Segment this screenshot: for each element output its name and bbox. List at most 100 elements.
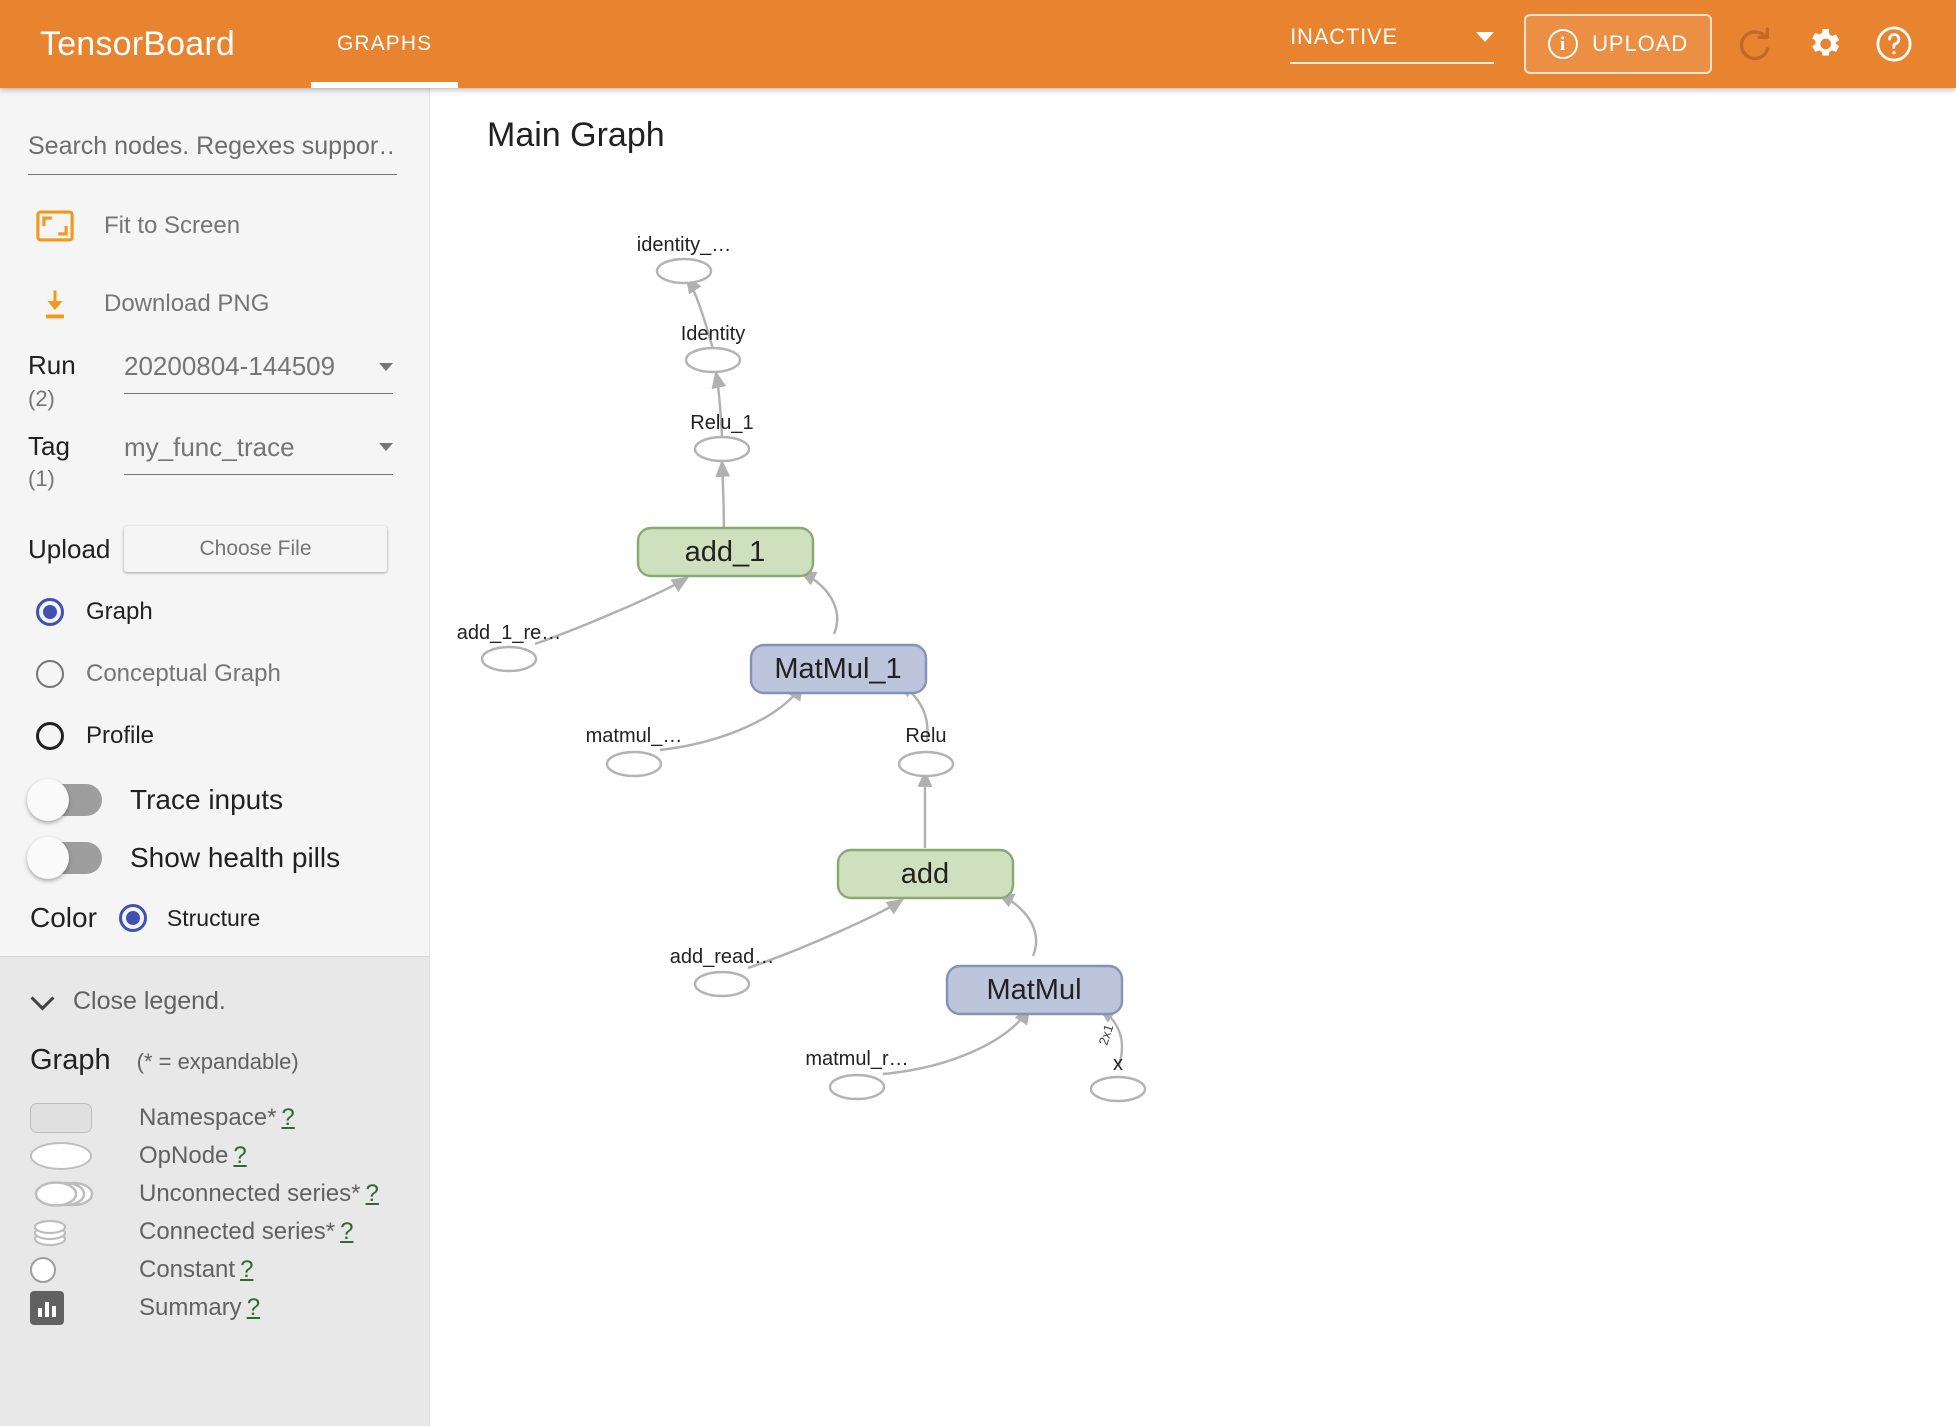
tag-value: my_func_trace <box>124 431 295 462</box>
edge-MatMul_1-add_1 <box>798 570 839 635</box>
tab-graphs[interactable]: GRAPHS <box>310 0 459 88</box>
namespace-swatch-icon <box>30 1103 110 1134</box>
search-field-wrapper <box>28 132 397 175</box>
help-link[interactable]: ? <box>240 1256 254 1284</box>
node-matmul-1[interactable]: MatMul_1 <box>749 643 928 695</box>
node-relu[interactable]: Relu <box>897 725 955 778</box>
help-link[interactable]: ? <box>340 1218 354 1246</box>
app-header: TensorBoard GRAPHS INACTIVE i UPLOAD <box>0 0 1956 88</box>
toggle-knob <box>27 837 69 880</box>
toggle-trace-inputs-label: Trace inputs <box>130 784 284 816</box>
toggle-knob <box>27 779 69 822</box>
upload-button-label: UPLOAD <box>1592 31 1688 56</box>
radio-conceptual-graph[interactable]: Conceptual Graph <box>36 652 429 696</box>
help-icon[interactable] <box>1866 16 1922 72</box>
graph-svg[interactable]: 2x1 identity_… Identity Relu_1 add_1 <box>431 88 1956 1426</box>
node-identity[interactable]: Identity <box>681 323 745 374</box>
node-label: x <box>1113 1053 1123 1075</box>
node-add-1[interactable]: add_1 <box>636 526 815 578</box>
header-actions: INACTIVE i UPLOAD <box>1290 14 1956 74</box>
chevron-down-icon <box>30 986 55 1011</box>
close-legend-button[interactable]: Close legend. <box>30 986 429 1016</box>
graph-edge-labels: 2x1 <box>1096 1022 1117 1047</box>
node-add[interactable]: add <box>836 848 1015 900</box>
upload-label: Upload <box>28 533 111 564</box>
legend-item-label: Summary? <box>139 1294 261 1322</box>
upload-field: Upload Choose File <box>28 526 429 573</box>
help-link[interactable]: ? <box>233 1142 247 1170</box>
radio-conceptual-graph-label: Conceptual Graph <box>86 660 281 688</box>
fit-to-screen-button[interactable]: Fit to Screen <box>28 199 429 253</box>
fit-to-screen-icon <box>28 210 82 242</box>
run-state-dropdown[interactable]: INACTIVE <box>1290 24 1495 64</box>
download-png-label: Download PNG <box>104 290 270 317</box>
summary-swatch-icon <box>30 1291 110 1326</box>
run-label: Run <box>28 350 76 380</box>
legend-item-opnode: OpNode? <box>30 1137 429 1175</box>
edge-label-2x1: 2x1 <box>1096 1022 1117 1047</box>
toggle-show-health-pills-label: Show health pills <box>130 842 341 874</box>
node-label: add_1_re… <box>457 622 562 644</box>
legend-title: Graph <box>30 1044 111 1077</box>
constant-swatch-icon <box>30 1257 110 1284</box>
help-link[interactable]: ? <box>281 1104 295 1132</box>
chevron-down-icon <box>379 443 393 452</box>
graph-canvas[interactable]: Main Graph 2x1 identity <box>431 88 1956 1426</box>
color-label: Color <box>30 902 97 934</box>
tag-dropdown[interactable]: my_func_trace <box>124 432 393 475</box>
tag-field: Tag (1) my_func_trace <box>28 431 429 493</box>
download-icon <box>28 286 82 322</box>
legend-panel: Close legend. Graph (* = expandable) Nam… <box>0 956 429 1426</box>
help-link[interactable]: ? <box>246 1294 261 1322</box>
toggle-show-health-pills[interactable]: Show health pills <box>27 837 429 880</box>
node-add-1-read[interactable]: add_1_re… <box>457 622 562 673</box>
radio-color-structure-indicator[interactable] <box>118 904 147 933</box>
node-label: add_1 <box>685 536 766 568</box>
choose-file-label: Choose File <box>199 537 312 561</box>
node-matmul[interactable]: MatMul <box>945 964 1124 1016</box>
settings-icon[interactable] <box>1796 16 1852 72</box>
search-input[interactable] <box>28 132 397 175</box>
app-brand: TensorBoard <box>40 24 235 63</box>
legend-item-label: OpNode? <box>139 1142 247 1170</box>
radio-graph[interactable]: Graph <box>36 590 429 634</box>
edge-matmul_read-MatMul <box>882 1006 1031 1076</box>
tag-count: (1) <box>28 466 55 492</box>
legend-item-constant: Constant? <box>30 1251 429 1289</box>
node-matmul-read[interactable]: matmul_r… <box>805 1048 909 1101</box>
node-label: add <box>901 858 949 890</box>
node-label: MatMul <box>986 974 1081 1006</box>
graph-nodes[interactable]: identity_… Identity Relu_1 add_1 add_1_r… <box>457 234 1147 1103</box>
download-png-button[interactable]: Download PNG <box>28 277 429 331</box>
node-x[interactable]: x <box>1089 1053 1147 1103</box>
node-label: Relu_1 <box>690 412 753 434</box>
help-link[interactable]: ? <box>365 1180 379 1208</box>
chevron-down-icon <box>1476 32 1495 42</box>
unconnected-series-swatch-icon <box>30 1179 110 1209</box>
upload-button[interactable]: i UPLOAD <box>1524 14 1712 74</box>
toggle-show-health-pills-switch <box>27 837 102 880</box>
legend-item-namespace: Namespace*? <box>30 1099 429 1137</box>
tag-label-group: Tag (1) <box>28 431 124 493</box>
run-dropdown[interactable]: 20200804-144509 <box>124 351 393 394</box>
tab-graphs-label: GRAPHS <box>336 32 433 55</box>
legend-item-unconnected-series: Unconnected series*? <box>30 1175 429 1213</box>
page-title: Main Graph <box>487 116 665 154</box>
fit-to-screen-label: Fit to Screen <box>104 212 241 239</box>
refresh-icon[interactable] <box>1726 16 1782 72</box>
node-relu-1[interactable]: Relu_1 <box>690 412 754 463</box>
choose-file-button[interactable]: Choose File <box>124 526 387 573</box>
edge-matmul_read_1-MatMul_1 <box>659 682 804 752</box>
run-field: Run (2) 20200804-144509 <box>28 351 429 412</box>
edge-MatMul-add <box>996 892 1038 957</box>
node-label: matmul_r… <box>805 1048 908 1070</box>
node-identity-out[interactable]: identity_… <box>637 234 732 285</box>
run-count: (2) <box>28 385 55 411</box>
toggle-trace-inputs[interactable]: Trace inputs <box>27 779 429 822</box>
radio-profile-label: Profile <box>86 722 155 750</box>
close-legend-label: Close legend. <box>73 987 226 1016</box>
radio-profile[interactable]: Profile <box>36 714 429 758</box>
node-matmul-read-1[interactable]: matmul_… <box>586 725 683 778</box>
legend-item-summary: Summary? <box>30 1289 429 1327</box>
node-add-read[interactable]: add_read… <box>670 946 775 998</box>
